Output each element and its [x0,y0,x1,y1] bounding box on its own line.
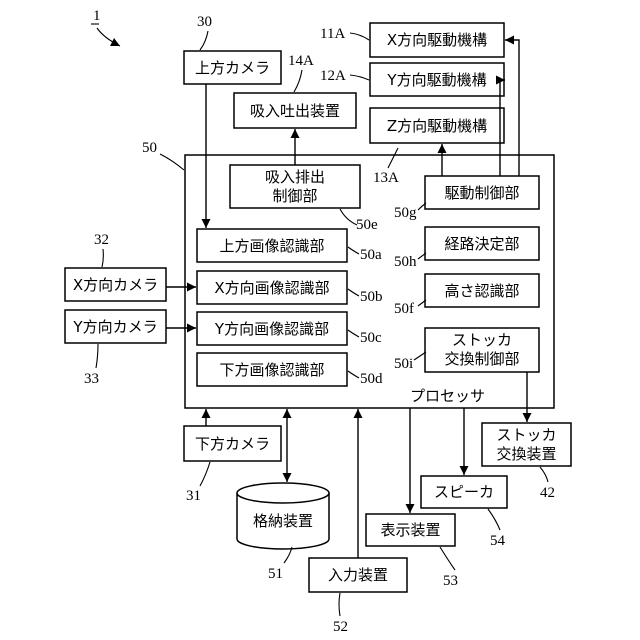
x-drive-ref-leader [350,33,369,40]
x-recog-ref-leader [348,289,359,296]
storage-ref: 51 [268,566,283,582]
suction-control-line2: 制御部 [272,187,317,205]
z-drive-ref-leader [388,148,398,168]
upper-camera-ref-leader [200,31,208,50]
z-drive-label: Z方向駆動機構 [387,117,487,135]
lower-camera-ref: 31 [186,488,201,504]
processor-label: プロセッサ [410,387,485,405]
speaker-ref-leader [488,509,500,530]
figure-number: 1 [93,8,101,24]
y-recog-label: Y方向画像認識部 [214,320,329,338]
route-label: 経路決定部 [444,235,519,253]
x-camera-ref: 32 [94,232,109,248]
speaker-label: スピーカ [434,483,494,501]
x-camera-ref-leader [102,249,103,267]
upper-recog-ref-leader [348,247,359,254]
display-device-ref-leader [440,547,455,570]
lower-recog-ref-leader [348,371,359,378]
processor-ref: 50 [142,140,157,156]
suction-control-ref: 50e [356,217,378,233]
stocker-control-line1: ストッカ [452,331,512,349]
route-ref: 50h [394,254,417,270]
upper-recog-label: 上方画像認識部 [219,237,324,255]
suction-device-label: 吸入吐出装置 [250,102,340,120]
x-drive-ref: 11A [320,26,345,42]
lower-recog-ref: 50d [360,371,383,387]
input-device-ref-leader [339,593,340,616]
stocker-control-ref-leader [414,352,426,360]
stocker-control-ref: 50i [394,356,413,372]
figure-pointer-arrow [97,28,120,46]
display-device-label: 表示装置 [380,521,440,539]
input-device-label: 入力装置 [328,566,388,584]
y-recog-ref-leader [348,330,359,337]
stocker-device-line1: ストッカ [496,426,556,444]
y-camera-ref: 33 [84,371,99,387]
lower-camera-ref-leader [200,462,210,486]
y-drive-ref: 12A [320,68,346,84]
lower-camera-label: 下方カメラ [195,435,270,453]
stocker-device-line2: 交換装置 [496,445,556,463]
stocker-device-ref-leader [540,467,548,482]
suction-control-line1: 吸入排出 [265,168,325,186]
x-recog-label: X方向画像認識部 [214,279,329,297]
stocker-device-ref: 42 [540,485,555,501]
x-recog-ref: 50b [360,289,383,305]
upper-recog-ref: 50a [360,247,382,263]
stocker-control-line2: 交換制御部 [444,350,519,368]
drive-control-label: 駆動制御部 [444,184,519,202]
upper-camera-label: 上方カメラ [195,59,270,77]
z-drive-ref: 13A [373,170,399,186]
y-drive-label: Y方向駆動機構 [386,71,486,89]
height-label: 高さ認識部 [444,282,519,300]
speaker-ref: 54 [490,533,506,549]
y-camera-label: Y方向カメラ [72,318,157,336]
upper-camera-ref: 30 [197,14,212,30]
y-camera-ref-leader [96,344,98,368]
x-drive-label: X方向駆動機構 [387,31,487,49]
y-recog-ref: 50c [360,330,382,346]
lower-recog-label: 下方画像認識部 [219,361,324,379]
display-device-ref: 53 [443,573,458,589]
drive-control-ref: 50g [394,205,417,221]
suction-control-ref-leader [340,209,357,225]
processor-ref-leader [160,154,184,170]
input-device-ref: 52 [333,619,348,635]
height-ref: 50f [394,301,414,317]
suction-device-ref-leader [294,70,302,92]
x-camera-label: X方向カメラ [73,276,158,294]
suction-device-ref: 14A [288,53,314,69]
storage-label: 格納装置 [253,512,313,530]
y-drive-ref-leader [350,75,369,80]
